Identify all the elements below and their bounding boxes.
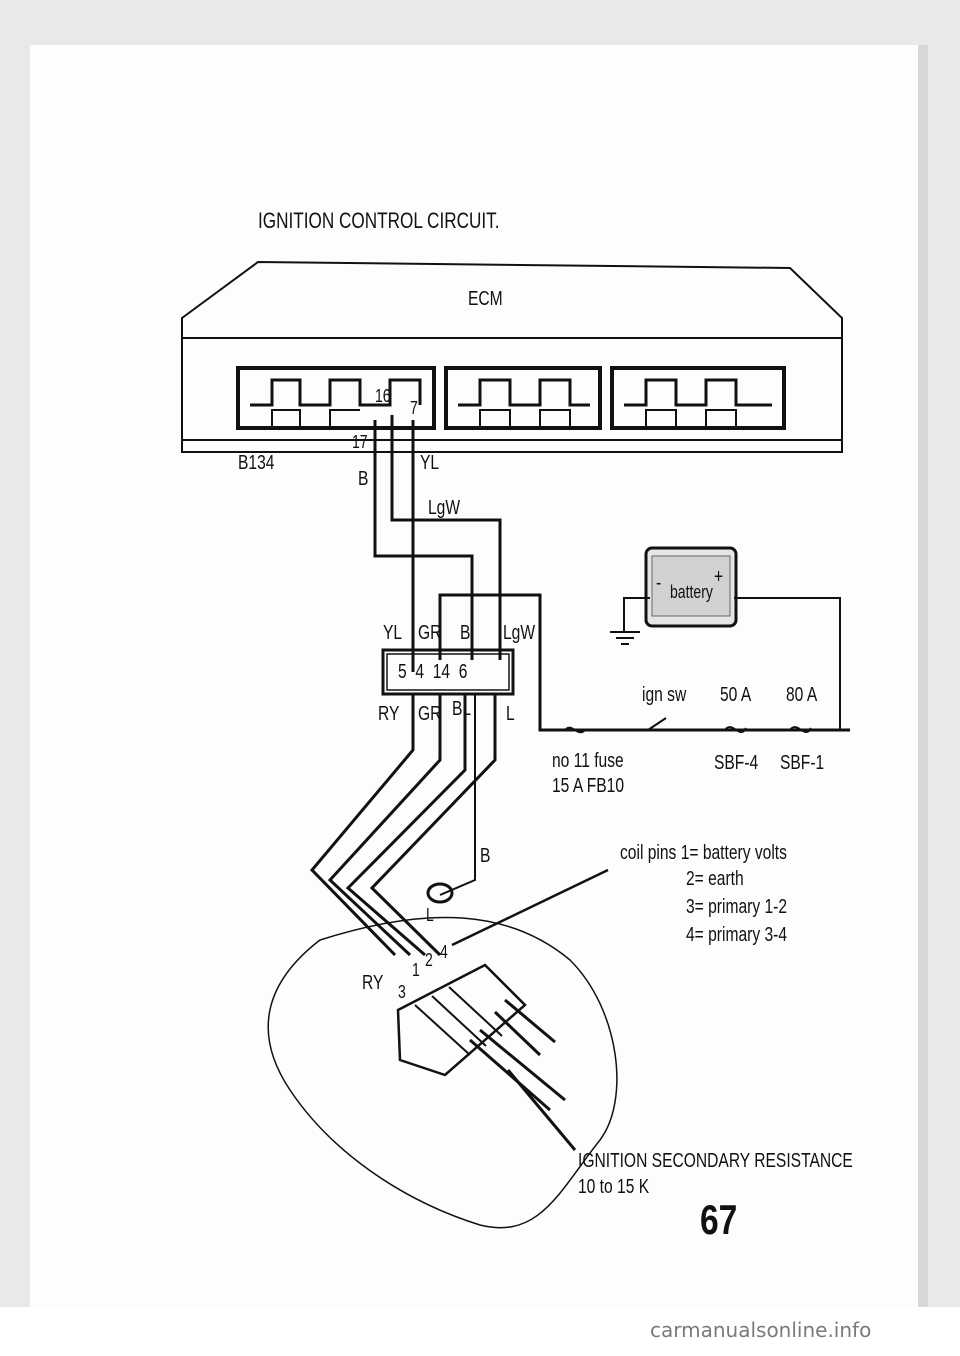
pin-17-label: 17 <box>352 432 368 452</box>
coil-pin-2: 2 <box>425 950 433 970</box>
ecm-housing <box>181 260 843 453</box>
ecm-connector-right <box>610 366 786 430</box>
earth-wire-b <box>439 694 476 896</box>
coil-pins-note-1: coil pins 1= battery volts <box>620 842 787 864</box>
supply-fuse-50 <box>724 726 747 733</box>
harness-bl <box>345 694 467 957</box>
harness-gr <box>327 694 442 957</box>
wire-lgw <box>390 415 502 660</box>
conn-top-b: B <box>460 622 471 644</box>
coil-pins-note-2: 2= earth <box>686 868 744 890</box>
coil-pin-1: 1 <box>412 960 420 980</box>
battery-label: battery <box>670 582 713 602</box>
conn-bottom-gr: GR <box>418 703 442 725</box>
pin-7-label: 7 <box>410 398 418 418</box>
conn-top-yl: YL <box>383 622 403 644</box>
earth-l-label: L <box>426 905 434 925</box>
supply-fuse-11 <box>564 726 586 734</box>
fuse-80a-label: 80 A <box>786 684 818 706</box>
manual-page <box>30 45 918 1307</box>
wire-b <box>373 420 474 590</box>
ecm-label: ECM <box>468 288 503 310</box>
battery-minus-label: - <box>656 572 662 594</box>
ht-lead-2 <box>493 998 556 1057</box>
connector-b134-label: B134 <box>238 452 275 474</box>
pointer-coil-pins <box>451 868 609 947</box>
earth-wire-label: B <box>480 845 491 867</box>
fuse-note-line1: no 11 fuse <box>552 750 624 772</box>
coil-ry-label: RY <box>362 972 384 994</box>
diagram-title: IGNITION CONTROL CIRCUIT. <box>258 208 500 233</box>
wire-b-label: B <box>358 468 369 490</box>
page-number: 67 <box>700 1196 738 1243</box>
pin-16-label: 16 <box>375 386 391 406</box>
wire-lgw-label: LgW <box>428 497 461 519</box>
conn-top-gr: GR <box>418 622 442 644</box>
harness-ry <box>309 694 415 957</box>
coil-pin-3: 3 <box>398 982 406 1002</box>
ign-switch-label: ign sw <box>642 684 687 706</box>
sbf4-label: SBF-4 <box>714 752 759 774</box>
bottom-bar <box>0 1307 960 1356</box>
engine-outline <box>267 916 618 1229</box>
fuse-50a-label: 50 A <box>720 684 752 706</box>
ecm-connector-left <box>236 366 436 430</box>
wire-yl-label: YL <box>420 452 440 474</box>
coil-pin-4: 4 <box>440 942 448 962</box>
supply-fuse-80 <box>789 726 812 733</box>
conn-pin-numbers: 5 4 14 6 <box>398 661 468 683</box>
secondary-resistance-line1: IGNITION SECONDARY RESISTANCE <box>578 1150 853 1172</box>
conn-bottom-ry: RY <box>378 703 400 725</box>
sbf1-label: SBF-1 <box>780 752 825 774</box>
earth-symbol <box>610 631 640 645</box>
coil-pins-note-3: 3= primary 1-2 <box>686 896 788 918</box>
inline-connector <box>381 648 515 696</box>
earth-ring <box>426 882 454 904</box>
fuse-note-line2: 15 A FB10 <box>552 775 624 797</box>
coil-pins-note-4: 4= primary 3-4 <box>686 924 788 946</box>
harness-l <box>369 694 497 957</box>
conn-top-lgw: LgW <box>503 622 536 644</box>
battery-earth-wire <box>623 597 650 632</box>
coil-pack <box>396 963 527 1077</box>
supply-ign-switch <box>647 717 667 731</box>
pointer-secondary <box>506 1069 577 1151</box>
page-edge-shadow <box>918 45 928 1307</box>
ecm-connector-mid <box>444 366 602 430</box>
watermark-text: carmanualsonline.info <box>650 1318 872 1342</box>
conn-bottom-bl: BL <box>452 698 472 720</box>
ht-lead-1 <box>469 1028 566 1112</box>
battery-plus-label: + <box>714 566 724 588</box>
secondary-resistance-line2: 10 to 15 K <box>578 1176 650 1198</box>
conn-bottom-l: L <box>506 703 515 725</box>
battery-positive-wire <box>734 597 841 730</box>
wire-gr-top <box>438 593 850 732</box>
